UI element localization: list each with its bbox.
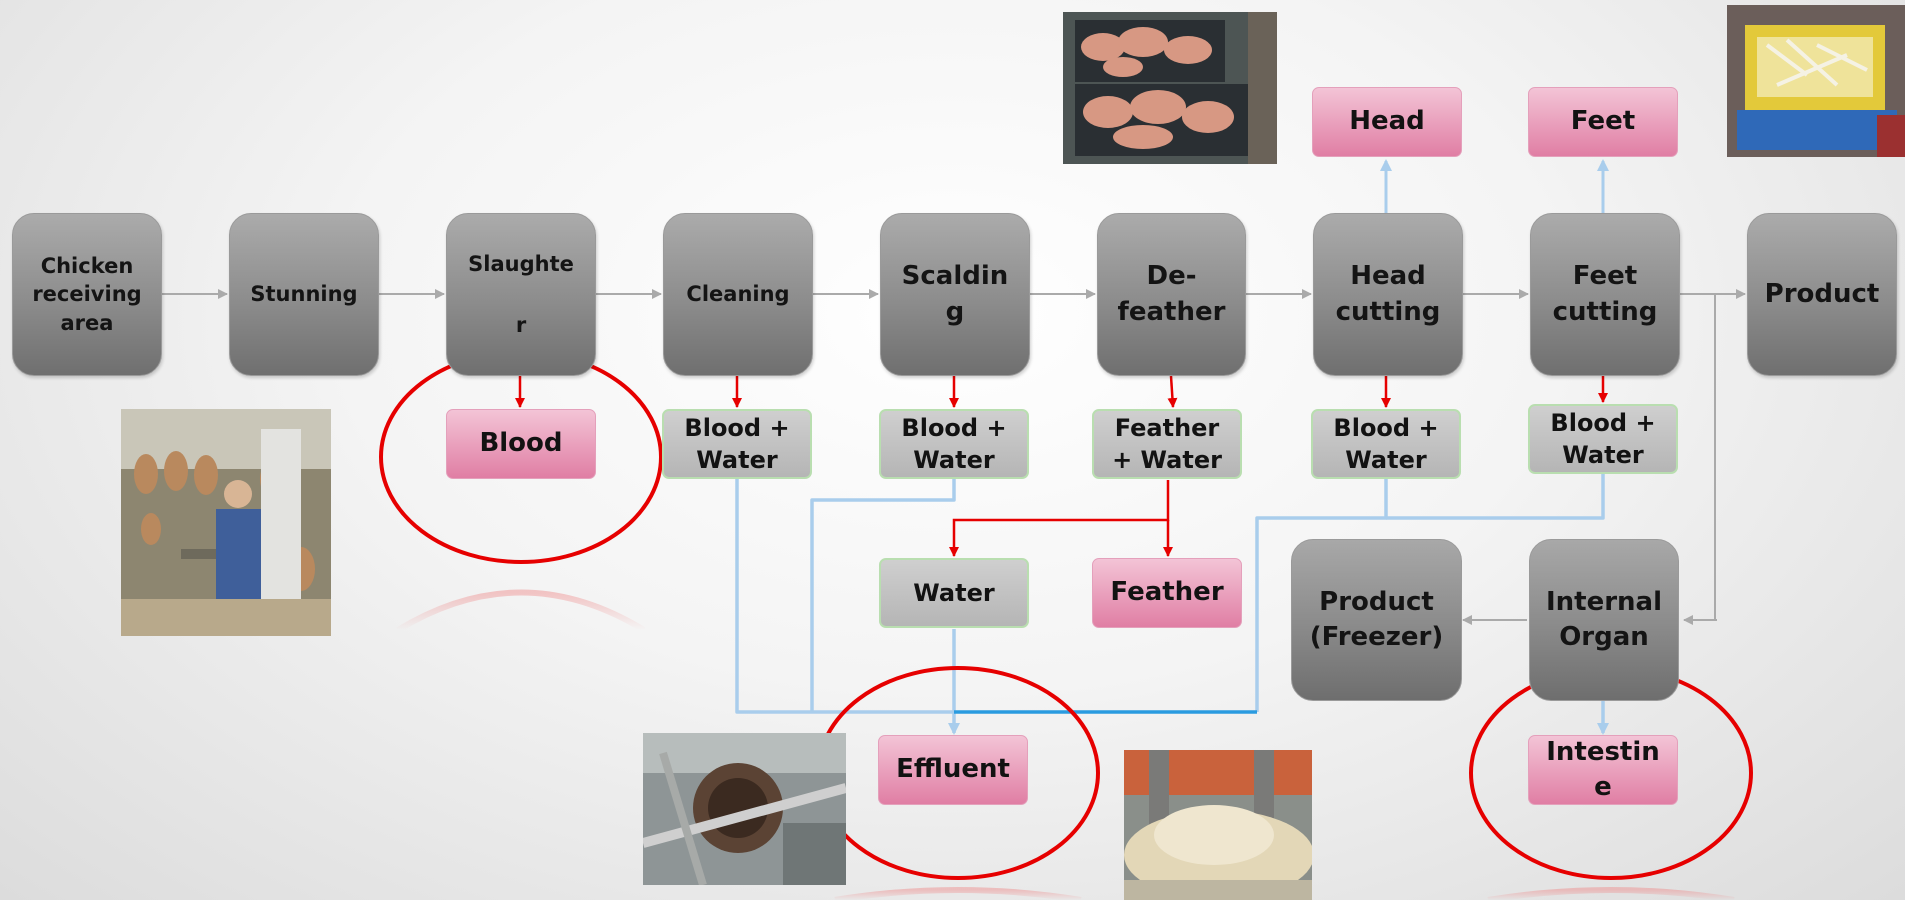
- node-defeather: De- feather: [1097, 213, 1246, 376]
- cleaning-ww-line-1: Blood +: [684, 413, 790, 442]
- slaughter-line-photo: [121, 409, 331, 636]
- node-feet-cutting: Feet cutting: [1530, 213, 1680, 376]
- feet-cutting-line-1: Feet: [1572, 261, 1638, 292]
- node-stunning: Stunning: [229, 213, 379, 376]
- head-ww-line-2: Water: [1345, 446, 1427, 474]
- receiving-line-2: receiving: [32, 282, 142, 307]
- organ-line-2: Organ: [1559, 622, 1649, 652]
- head-cutting-line-1: Head: [1350, 261, 1426, 292]
- feet-ww-line-2: Water: [1562, 441, 1644, 469]
- feather-ww-line-2: + Water: [1112, 446, 1222, 474]
- cleaning-ww-line-2: Water: [696, 446, 778, 474]
- scalding-ww-line-1: Blood +: [901, 413, 1007, 442]
- main-flow-arrows: [162, 289, 1746, 625]
- node-intestine: Intestin e: [1528, 735, 1678, 805]
- feather-label: Feather: [1110, 577, 1224, 608]
- defeather-line-2: feather: [1117, 296, 1226, 327]
- head-label: Head: [1349, 106, 1425, 137]
- chicken-parts-crate-photo: [1063, 12, 1277, 164]
- scalding-ww-line-2: Water: [913, 446, 995, 474]
- receiving-line-3: area: [60, 310, 114, 335]
- water-label: Water: [913, 578, 995, 607]
- scalding-line-2: g: [945, 296, 965, 327]
- node-scalding: Scaldin g: [880, 213, 1030, 376]
- feather-pile-photo: [1124, 750, 1312, 900]
- blood-ellipse-reflection: [396, 589, 646, 633]
- node-blood: Blood: [446, 409, 596, 479]
- blood-label: Blood: [479, 428, 563, 459]
- head-cutting-line-2: cutting: [1335, 296, 1441, 327]
- node-internal-organ: Internal Organ: [1529, 539, 1679, 701]
- node-cleaning-blood-water: Blood + Water: [662, 409, 812, 479]
- node-cleaning: Cleaning: [663, 213, 813, 376]
- red-drop-arrows: [515, 375, 1608, 557]
- node-scalding-blood-water: Blood + Water: [879, 409, 1029, 479]
- chicken-feet-crate-photo: [1727, 5, 1905, 157]
- node-feather: Feather: [1092, 558, 1242, 628]
- node-feet: Feet: [1528, 87, 1678, 157]
- intestine-line-1: Intestin: [1546, 736, 1660, 767]
- product-label: Product: [1764, 278, 1880, 309]
- head-ww-line-1: Blood +: [1333, 413, 1439, 442]
- freezer-line-2: (Freezer): [1309, 622, 1444, 652]
- intestine-ellipse-reflection: [1487, 887, 1735, 900]
- node-chicken-receiving-area: Chicken receiving area: [12, 213, 162, 376]
- effluent-label: Effluent: [896, 754, 1010, 785]
- slaughter-line-1: Slaughte: [468, 251, 574, 276]
- node-feet-blood-water: Blood + Water: [1528, 404, 1678, 474]
- cleaning-label: Cleaning: [686, 282, 790, 307]
- feet-cutting-line-2: cutting: [1552, 296, 1658, 327]
- effluent-network: [735, 474, 1609, 735]
- feet-ww-line-1: Blood +: [1550, 408, 1656, 437]
- node-feather-water: Feather + Water: [1092, 409, 1242, 479]
- intestine-line-2: e: [1594, 772, 1612, 802]
- effluent-ellipse-reflection: [834, 887, 1082, 900]
- receiving-line-1: Chicken: [40, 253, 134, 278]
- slaughter-line-2: r: [515, 312, 527, 337]
- freezer-line-1: Product: [1319, 586, 1434, 617]
- defeather-line-1: De-: [1146, 261, 1197, 292]
- scalding-line-1: Scaldin: [901, 261, 1009, 292]
- blue-up-arrows: [1380, 159, 1609, 213]
- node-product: Product: [1747, 213, 1897, 376]
- node-water: Water: [879, 558, 1029, 628]
- stunning-label: Stunning: [250, 282, 358, 307]
- node-head-blood-water: Blood + Water: [1311, 409, 1461, 479]
- node-slaughter: Slaughte r: [446, 213, 596, 376]
- node-product-freezer: Product (Freezer): [1291, 539, 1462, 701]
- node-head-cutting: Head cutting: [1313, 213, 1463, 376]
- node-effluent: Effluent: [878, 735, 1028, 805]
- node-head: Head: [1312, 87, 1462, 157]
- feet-label: Feet: [1570, 106, 1636, 137]
- effluent-machinery-photo: [643, 733, 846, 885]
- organ-line-1: Internal: [1545, 586, 1663, 617]
- feather-ww-line-1: Feather: [1114, 413, 1220, 442]
